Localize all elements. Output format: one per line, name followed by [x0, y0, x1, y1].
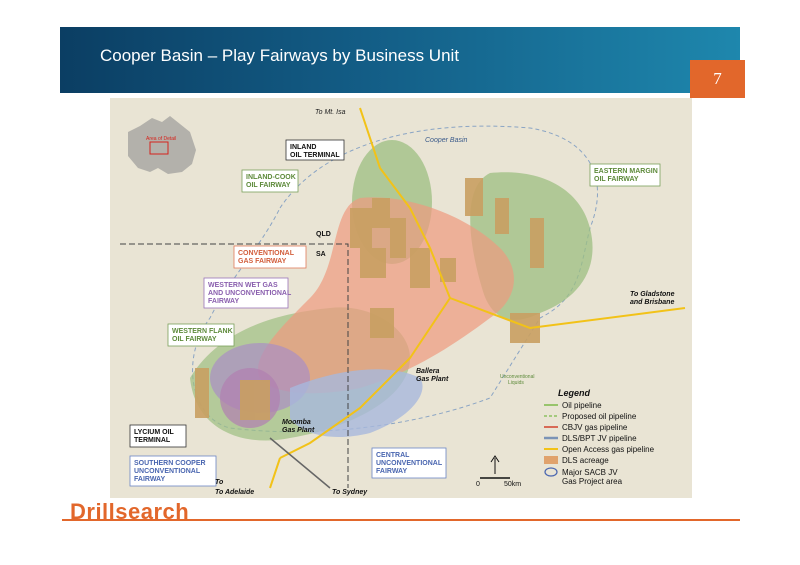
label-western-flank-1: WESTERN FLANK — [172, 328, 233, 335]
label-unconventional-liquids-2: Liquids — [508, 380, 524, 386]
label-central-uncon-3: FAIRWAY — [376, 468, 407, 475]
label-lycium-1: LYCIUM OIL — [134, 429, 175, 436]
label-moomba-1: Moomba — [282, 419, 311, 426]
lycium-box — [129, 424, 187, 448]
label-eastern-margin-1: EASTERN MARGIN — [594, 168, 658, 175]
label-western-wet-3: FAIRWAY — [208, 298, 239, 305]
legend-title: Legend — [558, 388, 591, 398]
scale-zero: 0 — [476, 481, 480, 488]
central-unconventional-fairway — [290, 369, 423, 438]
label-eastern-margin-2: OIL FAIRWAY — [594, 176, 639, 183]
scale-50km: 50km — [504, 481, 521, 488]
title-banner: Cooper Basin – Play Fairways by Business… — [60, 27, 745, 110]
label-inland-cook-1: INLAND-COOK — [246, 174, 296, 181]
legend-major-sacb-2: Gas Project area — [562, 477, 623, 486]
label-southern-cooper-1: SOUTHERN COOPER — [134, 460, 206, 467]
western-wet-box — [203, 277, 289, 309]
eastern-margin-box — [589, 163, 661, 187]
label-to-sydney: To Sydney — [332, 489, 368, 496]
label-ballera-1: Ballera — [416, 368, 439, 375]
page-number-box — [690, 60, 745, 98]
legend-dls-bpt: DLS/BPT JV pipeline — [562, 434, 637, 443]
cooper-basin-outline — [192, 125, 598, 433]
legend-open-access: Open Access gas pipeline — [562, 445, 655, 454]
legend-cbjv: CBJV gas pipeline — [562, 423, 628, 432]
footer-rule — [62, 519, 740, 521]
conventional-gas-fairway — [258, 197, 514, 394]
legend-major-sacb: Major SACB JV — [562, 468, 618, 477]
southern-cooper-box — [129, 455, 217, 487]
label-unconventional-liquids-1: Unconventional — [500, 374, 534, 380]
australia-shape — [128, 116, 196, 174]
label-central-uncon-1: CENTRAL — [376, 452, 410, 459]
dls-acreage — [195, 178, 544, 420]
legend: Legend Oil pipeline Proposed oil pipelin… — [544, 388, 655, 486]
label-southern-cooper-3: FAIRWAY — [134, 476, 165, 483]
label-inland-terminal-2: OIL TERMINAL — [290, 152, 340, 159]
legend-dls-acreage: DLS acreage — [562, 456, 609, 465]
conventional-box — [233, 245, 307, 269]
inset-label: Area of Detail — [146, 136, 176, 142]
legend-oil-pipeline: Oil pipeline — [562, 401, 602, 410]
label-to-gladstone-2: and Brisbane — [630, 299, 674, 306]
cooper-basin-map: Area of Detail To Mt. Isa Cooper Basin I… — [110, 98, 692, 498]
area-of-detail-box — [149, 141, 169, 155]
label-inland-terminal-1: INLAND — [290, 144, 316, 151]
label-to-adelaide-1: To — [215, 479, 224, 486]
label-to-adelaide: To Adelaide — [215, 489, 254, 496]
label-conventional-2: GAS FAIRWAY — [238, 258, 287, 265]
label-lycium-2: TERMINAL — [134, 437, 171, 444]
label-western-wet-1: WESTERN WET GAS — [208, 282, 278, 289]
label-southern-cooper-2: UNCONVENTIONAL — [134, 468, 201, 475]
inland-terminal-box — [285, 139, 345, 161]
inland-cook-box — [241, 169, 299, 193]
state-border — [120, 243, 349, 488]
western-flank-box — [167, 323, 235, 347]
label-sa: SA — [316, 251, 326, 258]
label-central-uncon-2: UNCONVENTIONAL — [376, 460, 443, 467]
label-western-wet-2: AND UNCONVENTIONAL — [208, 290, 292, 297]
north-arrow-icon — [490, 455, 500, 474]
page-number: 7 — [713, 69, 722, 88]
label-inland-cook-2: OIL FAIRWAY — [246, 182, 291, 189]
label-moomba-2: Gas Plant — [282, 427, 315, 434]
central-uncon-box — [371, 447, 447, 479]
scale-bar: 0 50km — [476, 455, 521, 488]
legend-proposed-oil: Proposed oil pipeline — [562, 412, 637, 421]
label-qld: QLD — [316, 231, 331, 238]
slide-title: Cooper Basin – Play Fairways by Business… — [100, 46, 460, 65]
label-to-gladstone-1: To Gladstone — [630, 291, 675, 298]
label-western-flank-2: OIL FAIRWAY — [172, 336, 217, 343]
label-ballera-2: Gas Plant — [416, 376, 449, 383]
label-conventional-1: CONVENTIONAL — [238, 250, 295, 257]
inset-map: Area of Detail — [128, 116, 196, 174]
label-cooper-basin: Cooper Basin — [425, 137, 468, 144]
gladstone-pipeline — [449, 297, 686, 330]
sydney-pipeline — [269, 437, 331, 489]
adelaide-pipeline — [269, 457, 281, 489]
label-to-mt-isa: To Mt. Isa — [315, 109, 346, 116]
